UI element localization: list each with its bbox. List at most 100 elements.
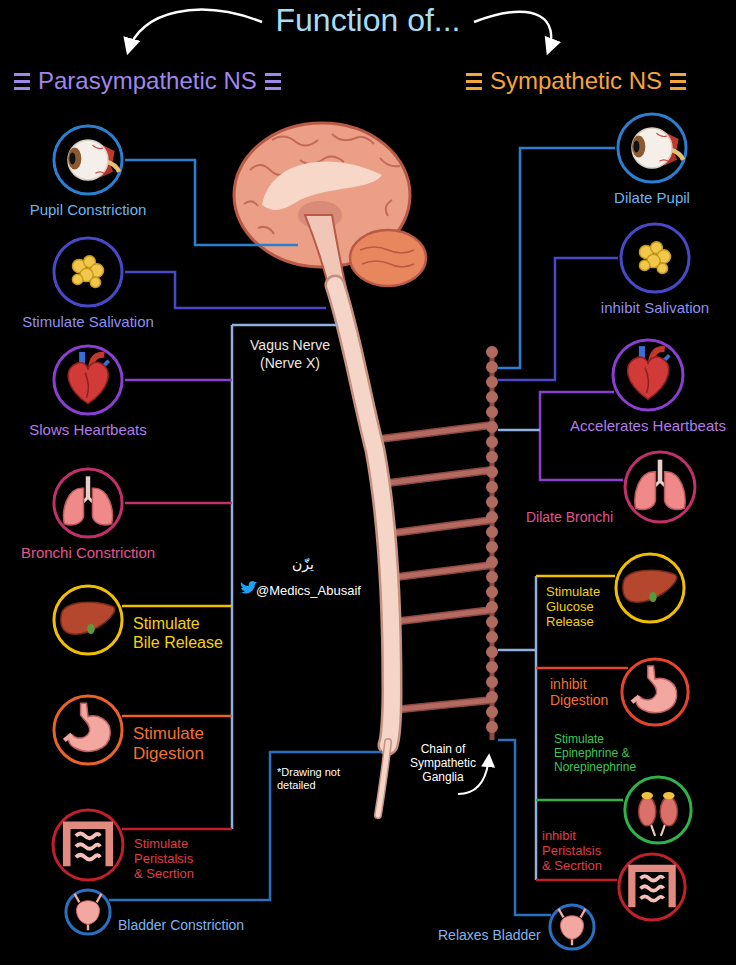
- brain-drawing: [360, 247, 414, 267]
- organ-ring: [550, 905, 594, 949]
- organ-node: Bronchi Constriction: [8, 466, 168, 562]
- heart-icon: [68, 352, 109, 404]
- parasympathetic-lines: [125, 160, 298, 245]
- eye-icon: [68, 140, 119, 180]
- organ-ring: [619, 854, 685, 920]
- ganglia-label: Chain of Sympathetic Ganglia: [402, 742, 484, 784]
- organ-ring: [613, 340, 683, 410]
- organ-ring: [53, 810, 123, 880]
- node-caption: Bronchi Constriction: [8, 544, 168, 562]
- organ-circle: [616, 851, 688, 923]
- bladder-icon: [559, 909, 586, 945]
- parasympathetic-lines: [122, 715, 232, 718]
- organ-node: Stimulate Salivation: [8, 235, 168, 331]
- organ-circle: [618, 221, 692, 295]
- spinal-cord: [335, 285, 392, 745]
- sympathetic-lines: [536, 879, 617, 882]
- heart-icon: [628, 346, 670, 399]
- organ-ring: [625, 777, 691, 843]
- organ-node: Stimulate Digestion: [51, 693, 223, 767]
- organ-node: Stimulate Peristalsis & Secrtion: [50, 807, 202, 883]
- organ-circle: [619, 656, 691, 728]
- organ-circle: [622, 774, 694, 846]
- node-caption: Stimulate Peristalsis & Secrtion: [134, 836, 202, 881]
- organ-ring: [622, 659, 688, 725]
- node-caption: inhibit Salivation: [585, 299, 725, 317]
- node-caption: Stimulate Bile Release: [133, 614, 227, 652]
- lungs-icon: [635, 460, 685, 510]
- parasympathetic-lines: [232, 325, 337, 829]
- sympathetic-lines: [498, 740, 551, 915]
- organ-node: Bladder Constriction: [64, 888, 250, 936]
- organ-circle: [50, 807, 126, 883]
- sympathetic-lines: [536, 799, 623, 802]
- organ-ring: [616, 554, 684, 622]
- organ-ring: [621, 224, 689, 292]
- node-caption: Stimulate Epinephrine & Norepinephrine: [554, 732, 640, 774]
- node-caption: Stimulate Digestion: [133, 724, 223, 764]
- lungs-icon: [64, 476, 113, 524]
- organ-node: Accelerates Heartbeats: [566, 337, 730, 435]
- organ-circle: [615, 111, 689, 185]
- section-heading: Parasympathetic NS: [38, 66, 257, 95]
- organ-circle: [51, 123, 125, 197]
- organ-ring: [66, 890, 110, 934]
- organ-node: Pupil Constriction: [8, 123, 168, 219]
- parasympathetic-lines: [122, 828, 232, 831]
- intestine-icon: [632, 868, 672, 907]
- parasympathetic-lines: [109, 160, 382, 900]
- organ-node: inhibit Digestion: [550, 656, 691, 728]
- node-caption: Bladder Constriction: [118, 917, 250, 934]
- node-caption: Dilate Bronchi: [526, 509, 616, 526]
- intestine-icon: [67, 825, 110, 866]
- gland-icon: [639, 242, 670, 274]
- sympathetic-lines: [540, 392, 623, 480]
- sympathetic-lines: [498, 258, 618, 380]
- organ-circle: [613, 551, 687, 625]
- sympathetic-lines: [498, 148, 628, 915]
- gland-icon: [72, 256, 103, 288]
- organ-node: Stimulate Bile Release: [51, 583, 227, 657]
- sympathetic-lines: [498, 429, 540, 432]
- parasympathetic-lines: [125, 502, 232, 505]
- sympathetic-lines: [498, 576, 536, 880]
- organ-ring: [54, 696, 122, 764]
- organ-ring: [54, 469, 122, 537]
- ganglia-chain: [490, 352, 495, 740]
- organ-circle: [51, 343, 125, 417]
- node-caption: Accelerates Heartbeats: [566, 417, 730, 435]
- stomach-icon: [64, 703, 110, 751]
- organ-node: Slows Heartbeats: [8, 343, 168, 439]
- title-arrows: [128, 10, 262, 52]
- sympathetic-lines: [536, 667, 628, 670]
- node-caption: Slows Heartbeats: [8, 421, 168, 439]
- organ-circle: [51, 235, 125, 309]
- organ-node: Dilate Pupil: [582, 111, 722, 207]
- ganglia-chain: [486, 352, 498, 740]
- organ-circle: [51, 466, 125, 540]
- ganglia-chain: [492, 352, 493, 740]
- stomach-icon: [632, 666, 677, 713]
- bird-logo: [239, 581, 257, 594]
- organ-circle: [64, 888, 112, 936]
- node-caption: Stimulate Glucose Release: [546, 584, 606, 629]
- node-caption: Pupil Constriction: [8, 201, 168, 219]
- organ-circle: [622, 449, 698, 525]
- note-text: *Drawing not detailed: [277, 766, 349, 792]
- bladder-icon: [75, 894, 102, 930]
- organ-ring: [54, 586, 122, 654]
- liver-icon: [623, 570, 677, 602]
- organ-ring: [618, 114, 686, 182]
- section-heading: Sympathetic NS: [490, 66, 662, 95]
- organ-node: Stimulate Glucose Release: [546, 551, 687, 629]
- organ-circle: [51, 583, 125, 657]
- parasympathetic-lines: [122, 605, 232, 608]
- sympathetic-lines: [536, 575, 615, 578]
- node-caption: Dilate Pupil: [582, 189, 722, 207]
- organ-ring: [54, 238, 122, 306]
- diagram-title: Function of...: [0, 0, 736, 40]
- watermark: @Medics_Abusaif: [256, 583, 361, 599]
- brain-drawing: [234, 123, 426, 292]
- parasympathetic-lines: [125, 379, 232, 382]
